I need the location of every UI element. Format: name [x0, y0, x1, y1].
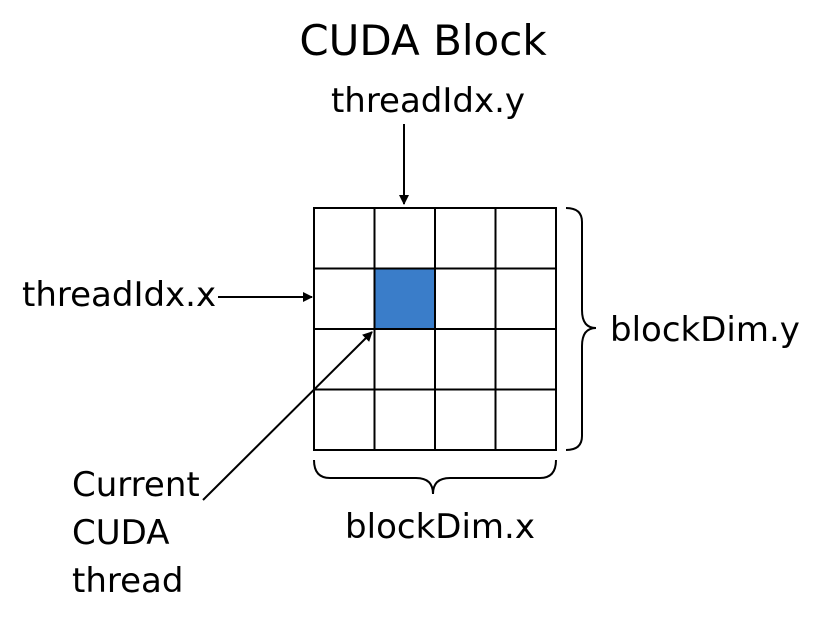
- thread-cell: [434, 267, 497, 330]
- thread-cell: [373, 328, 436, 391]
- current-thread-line-2: CUDA: [72, 513, 169, 553]
- thread-cell: [434, 388, 497, 451]
- thread-idx-x-label: threadIdx.x: [22, 275, 216, 315]
- block-dim-x-label: blockDim.x: [345, 507, 535, 547]
- thread-cell: [313, 388, 376, 451]
- current-thread-line-3: thread: [72, 561, 183, 601]
- thread-idx-y-label: threadIdx.y: [331, 81, 525, 121]
- thread-cell: [434, 328, 497, 391]
- diagram-title: CUDA Block: [299, 16, 547, 65]
- thread-cell: [494, 388, 557, 451]
- block-dim-y-brace: [565, 207, 597, 451]
- thread-cell: [494, 267, 557, 330]
- thread-cell: [373, 388, 436, 451]
- block-dim-x-brace: [313, 459, 557, 495]
- thread-grid: [313, 207, 557, 451]
- thread-cell: [313, 207, 376, 270]
- current-thread-pointer: [202, 331, 373, 501]
- thread-cell: [313, 267, 376, 330]
- thread-cell: [494, 328, 557, 391]
- thread-cell: [494, 207, 557, 270]
- block-dim-y-label: blockDim.y: [610, 310, 800, 350]
- current-thread-label: Current CUDA thread: [72, 465, 211, 601]
- thread-cell: [434, 207, 497, 270]
- thread-cell: [373, 207, 436, 270]
- current-thread-line-1: Current: [72, 465, 200, 505]
- current-thread-cell: [373, 267, 436, 330]
